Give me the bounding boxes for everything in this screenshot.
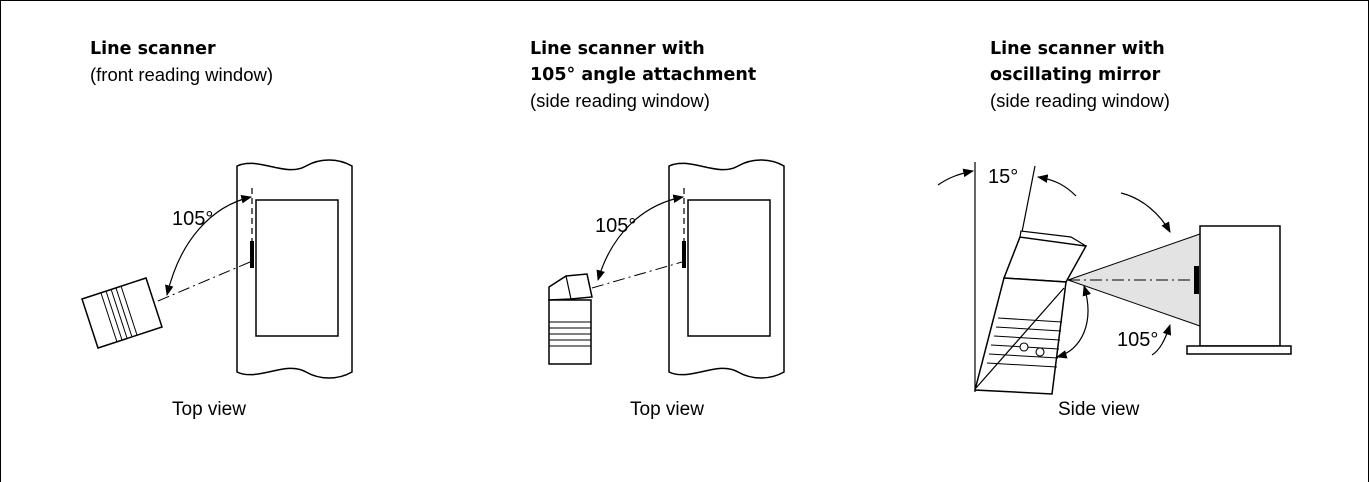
panel-3-line-scanner <box>974 230 1088 395</box>
panel-2-object <box>687 199 771 337</box>
panel-1-caption: Top view <box>172 399 246 420</box>
panel-2-angle-arrow <box>596 194 685 282</box>
panel-2-caption: Top view <box>630 399 704 420</box>
panel-2-title-line-1: Line scanner with <box>530 39 705 59</box>
panel-1-subtitle: (front reading window) <box>90 64 274 85</box>
panel-2-subtitle: (side reading window) <box>530 90 710 111</box>
panel-3-title-line-1: Line scanner with <box>990 39 1165 59</box>
panel-1-line-scanner <box>81 277 163 349</box>
panel-1-heading: Line scanner (front reading window) <box>90 36 273 88</box>
panel-3-tilt-reference <box>1021 165 1036 233</box>
panel-2-line-scanner <box>548 299 592 365</box>
panel-1-barcode <box>250 241 254 268</box>
panel-3-subtitle: (side reading window) <box>990 90 1170 111</box>
panel-3-object <box>1199 225 1281 347</box>
panel-1-angle-label: 105° <box>172 208 213 230</box>
panel-3-heading: Line scanner with oscillating mirror (si… <box>990 36 1170 114</box>
panel-3-tilt-arrow-right <box>1036 174 1077 197</box>
panel-3-lower-angle-arrow <box>1151 323 1172 356</box>
panel-1-angle-arrow <box>165 194 253 297</box>
panel-3-tilt-arrow-left <box>937 168 975 186</box>
panel-1-scan-line <box>157 261 251 302</box>
panel-2-angle-attachment <box>548 273 593 301</box>
panel-2-diagram: 105° <box>548 159 785 379</box>
panel-3-caption: Side view <box>1058 399 1140 420</box>
panel-3-diagram: 15° 105° <box>937 162 1292 395</box>
panel-3-scanner-top <box>1019 230 1087 247</box>
panel-3-angle-label: 105° <box>1117 329 1158 351</box>
panel-1-object <box>255 199 339 337</box>
panel-3-barcode <box>1194 266 1199 294</box>
panel-3-title-line-2: oscillating mirror <box>990 65 1161 85</box>
panel-2-heading: Line scanner with 105° angle attachment … <box>530 36 756 114</box>
panel-3-upper-angle-arrow <box>1120 192 1171 233</box>
panel-3-tilt-label: 15° <box>988 166 1018 188</box>
panel-3-conveyor-base <box>1186 345 1292 355</box>
panel-3-angle-arrow <box>1055 284 1091 359</box>
panel-2-angle-label: 105° <box>595 215 636 237</box>
panel-1-diagram: 105° <box>81 159 353 379</box>
panel-1-title: Line scanner <box>90 39 216 59</box>
panel-2-title-line-2: 105° angle attachment <box>530 65 757 85</box>
panel-2-barcode <box>682 241 686 268</box>
